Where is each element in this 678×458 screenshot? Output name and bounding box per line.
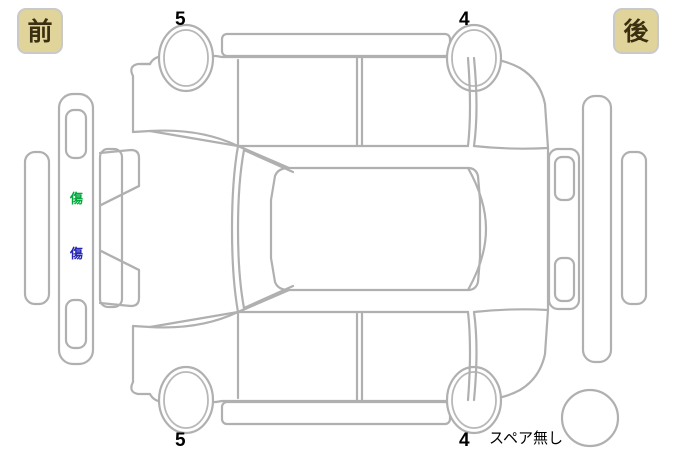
rear-bumper-outer [620, 150, 648, 306]
body-panel-lower-rear-1 [466, 310, 472, 402]
body-outline-lower [130, 308, 550, 404]
rear-quarter-upper [472, 144, 550, 150]
tire-rear-left-inner [451, 29, 497, 87]
spare-tire-label: スペア無し [489, 429, 563, 447]
body-panel-upper-rear-1 [466, 56, 472, 148]
rear-panel-bar [581, 94, 613, 364]
body-panel-upper-rear-2 [472, 56, 478, 148]
front-fender-lower [98, 249, 141, 308]
tire-rear-right-inner [451, 371, 497, 429]
front-side-panel [98, 147, 124, 309]
lower-cowl-line [148, 310, 240, 329]
rear-direction-badge: 後 [613, 8, 659, 54]
body-outline-upper [130, 54, 550, 150]
front-grille-bar [57, 92, 95, 366]
tire-label-front-right: 5 [175, 430, 186, 451]
front-direction-badge: 前 [17, 8, 63, 54]
tire-front-left-inner [163, 29, 209, 87]
front-bumper-outer [23, 150, 51, 306]
windshield-diagonal-upper [236, 144, 291, 170]
tire-front-right-inner [163, 371, 209, 429]
rear-direction-badge-label: 後 [623, 16, 649, 46]
taillight-lower [553, 256, 576, 303]
tire-front-right [157, 365, 215, 435]
damage-mark-scratch-blue: 傷 [70, 247, 84, 262]
front-fender-upper [98, 148, 141, 207]
tire-label-rear-left: 4 [459, 9, 470, 30]
front-fender-upper-inner [99, 184, 141, 207]
cabin-left-side [230, 144, 240, 314]
front-fender-lower-inner [99, 249, 141, 272]
taillight-upper [553, 155, 576, 202]
damage-mark-scratch-green: 傷 [70, 192, 84, 207]
upper-cowl-line [148, 129, 240, 148]
headlight-right [64, 298, 88, 350]
spare-tire-circle [560, 388, 620, 448]
rear-window-arc [466, 166, 488, 292]
roof-rail-lower [220, 400, 452, 426]
roof-panel [269, 166, 482, 292]
tire-front-left [157, 23, 215, 93]
tire-label-rear-right: 4 [459, 430, 470, 451]
windshield-diagonal-lower [236, 288, 291, 314]
headlight-left [64, 108, 88, 160]
roof-rail-upper [220, 32, 452, 58]
cabin-left-inner [236, 148, 246, 310]
body-panel-lower-rear-2 [472, 310, 478, 402]
rear-quarter-lower [472, 308, 550, 314]
front-direction-badge-label: 前 [27, 16, 53, 46]
tire-label-front-left: 5 [175, 9, 186, 30]
